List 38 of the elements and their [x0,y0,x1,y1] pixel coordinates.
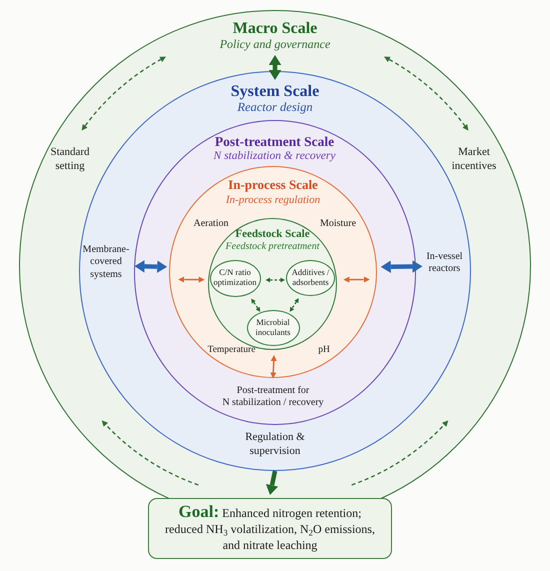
double-arrow [134,260,168,273]
label-text: Standard setting [50,146,90,173]
factor-ellipse [246,310,300,346]
scale-title: Post-treatment Scale [214,134,334,150]
factor-label: C/N ratio optimization [214,268,256,288]
scale-title: Macro Scale [232,20,318,38]
label-text: Membrane-covered systems [82,244,130,282]
label-text: In-vessel reactors [426,250,463,276]
label-text: Regulation & supervision [245,431,305,458]
label-text: pH [318,344,330,356]
arrow [266,470,278,495]
double-arrow [290,298,299,312]
label-text: Moisture [320,218,356,229]
double-arrow [343,276,370,283]
factor-label: Additives / adsorbents [292,268,330,288]
scale-title: System Scale [230,82,320,101]
goal-text: Goal: Enhanced nitrogen retention; reduced NH$_{3}$ volatilization, N$_{2}$O emissions, and nitrate leaching [164,504,376,553]
scale-subtitle: Policy and governance [220,38,330,52]
scale-title: Feedstock Scale [235,228,310,241]
scale-subtitle: In-process regulation [226,194,320,206]
double-arrow [178,276,205,283]
label-text: Market incentives [452,146,496,173]
double-arrow [268,55,282,80]
label-text: Temperature [208,344,256,356]
double-arrow [251,298,260,312]
double-arrow [380,260,422,274]
scale-subtitle: N stabilization & recovery [214,150,336,164]
double-arrow [270,355,277,378]
scale-subtitle: Feedstock pretreatment [226,241,320,252]
scale-title: In-process Scale [228,178,318,193]
label-text: Aeration [194,218,228,229]
factor-label: Microbial inoculants [256,318,290,338]
label-text: Post-treatment for N stabilization / recovery [222,384,324,410]
goal-box [148,498,392,559]
factor-ellipse [210,260,260,296]
scale-subtitle: Reactor design [237,100,313,114]
double-arrow [266,278,285,282]
factor-ellipse [286,260,335,296]
